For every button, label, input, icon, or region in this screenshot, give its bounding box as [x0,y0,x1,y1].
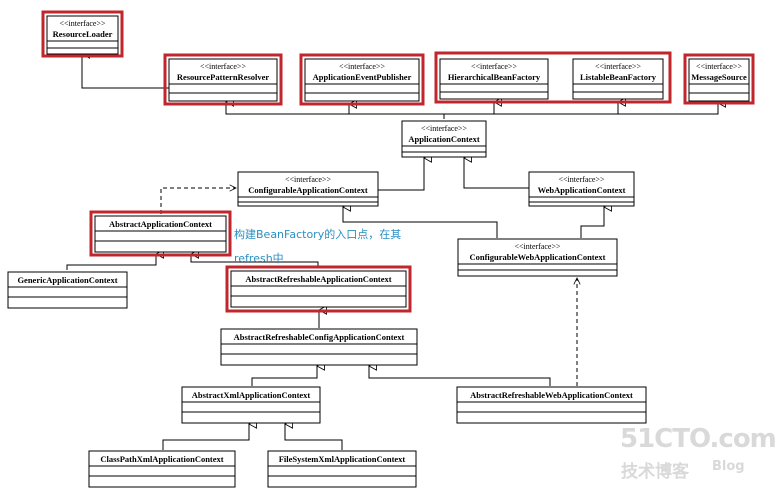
class-name: HierarchicalBeanFactory [448,72,541,82]
stereotype-label: <<interface>> [471,62,518,71]
class-box-file-system-xml-application-context: FileSystemXmlApplicationContext [267,450,417,488]
highlight-message-source [683,53,755,105]
class-box-abstract-application-context: AbstractApplicationContext [94,215,227,253]
class-name: ConfigurableWebApplicationContext [469,252,605,262]
class-name: FileSystemXmlApplicationContext [279,454,406,464]
stereotype-label: <<interface>> [200,62,247,71]
edge-fsxac-axac [285,424,343,450]
class-box-frame [401,120,487,158]
class-box-abstract-xml-application-context: AbstractXmlApplicationContext [181,386,321,424]
edge-cwac-wac [580,207,604,238]
class-name: ResourcePatternResolver [177,72,270,82]
class-box-frame [528,171,635,207]
class-name: AbstractXmlApplicationContext [192,390,311,400]
class-box-configurable-application-context: <<interface>>ConfigurableApplicationCont… [237,171,379,207]
class-name: AbstractApplicationContext [109,219,212,229]
class-box-resource-loader: <<interface>>ResourceLoader [46,15,119,55]
class-name: ConfigurableApplicationContext [248,185,368,195]
highlight-application-event-publisher [299,53,425,106]
stereotype-label: <<interface>> [558,175,605,184]
class-box-frame [88,450,236,488]
class-name: ClassPathXmlApplicationContext [100,454,223,464]
edge-axac-arcac [251,366,317,386]
class-box-generic-application-context: GenericApplicationContext [7,271,128,309]
watermark-tagline: 技术博客 [621,462,689,482]
edge-ac-resolver [226,102,445,119]
class-box-frame [688,58,750,102]
edge-cwac-cac [343,207,498,238]
class-box-abstract-refreshable-web-application-context: AbstractRefreshableWebApplicationContext [456,386,647,424]
class-box-frame [168,58,278,102]
class-boxes: <<interface>>ResourceLoader<<interface>>… [7,15,750,488]
watermark-blog: Blog [712,459,745,474]
edge-aac-cac [160,188,236,214]
stereotype-label: <<interface>> [595,62,642,71]
class-box-frame [456,386,647,424]
highlight-bean-factories [434,51,672,104]
stereotype-label: <<interface>> [514,242,561,251]
edge-ac-messagesource [444,103,718,115]
stereotype-label: <<interface>> [339,62,386,71]
diagram-canvas: <<interface>>ResourceLoader<<interface>>… [7,10,755,488]
class-box-frame [181,386,321,424]
edge-ac-hierarchical [444,102,494,115]
class-name: ApplicationContext [408,134,479,144]
connectors [66,54,718,450]
class-box-hierarchical-bean-factory: <<interface>>HierarchicalBeanFactory [439,58,549,100]
class-box-abstract-refreshable-config-application-context: AbstractRefreshableConfigApplicationCont… [220,328,418,366]
highlight-resource-loader [41,10,124,58]
class-box-frame [304,58,420,102]
class-name: AbstractRefreshableConfigApplicationCont… [234,332,405,342]
class-box-web-application-context: <<interface>>WebApplicationContext [528,171,635,207]
edge-ac-listable [444,102,618,115]
highlight-frames [41,10,755,313]
class-name: GenericApplicationContext [17,275,117,285]
class-box-frame [220,328,418,366]
stereotype-label: <<interface>> [696,62,743,71]
class-box-configurable-web-application-context: <<interface>>ConfigurableWebApplicationC… [457,238,618,277]
annotation-line-2: refresh中 [234,252,284,265]
class-name: AbstractRefreshableWebApplicationContext [470,390,633,400]
edge-wac-ac [464,158,532,189]
class-box-frame [267,450,417,488]
class-box-class-path-xml-application-context: ClassPathXmlApplicationContext [88,450,236,488]
class-name: MessageSource [691,72,747,82]
edge-gac-aac [66,254,156,270]
edge-arac-aac [191,254,319,267]
highlight-abstract-refreshable-application-context [225,265,412,313]
highlight-abstract-application-context [89,210,232,257]
class-box-frame [94,215,227,253]
class-box-message-source: <<interface>>MessageSource [688,58,750,102]
class-box-abstract-refreshable-application-context: AbstractRefreshableApplicationContext [230,270,407,308]
class-box-application-event-publisher: <<interface>>ApplicationEventPublisher [304,58,420,102]
class-box-resource-pattern-resolver: <<interface>>ResourcePatternResolver [168,58,278,102]
class-box-frame [230,270,407,308]
edge-cac-ac [375,158,424,191]
class-name: AbstractRefreshableApplicationContext [245,274,391,284]
annotation-line-1: 构建BeanFactory的入口点，在其 [234,228,402,241]
class-name: ResourceLoader [53,29,113,39]
stereotype-label: <<interface>> [59,19,106,28]
watermark-site: 51CTO.com [620,424,776,454]
stereotype-label: <<interface>> [421,124,468,133]
class-box-listable-bean-factory: <<interface>>ListableBeanFactory [572,58,664,100]
edge-cpxac-axac [162,424,249,450]
class-name: ApplicationEventPublisher [313,72,412,82]
class-name: WebApplicationContext [538,185,626,195]
class-box-frame [237,171,379,207]
edge-arwac-arcac [369,366,551,386]
class-box-frame [7,271,128,309]
uml-class-diagram: <<interface>>ResourceLoader<<interface>>… [7,10,776,488]
stereotype-label: <<interface>> [285,175,332,184]
highlight-resource-pattern-resolver [163,53,283,106]
class-box-application-context: <<interface>>ApplicationContext [401,120,487,158]
class-name: ListableBeanFactory [580,72,657,82]
